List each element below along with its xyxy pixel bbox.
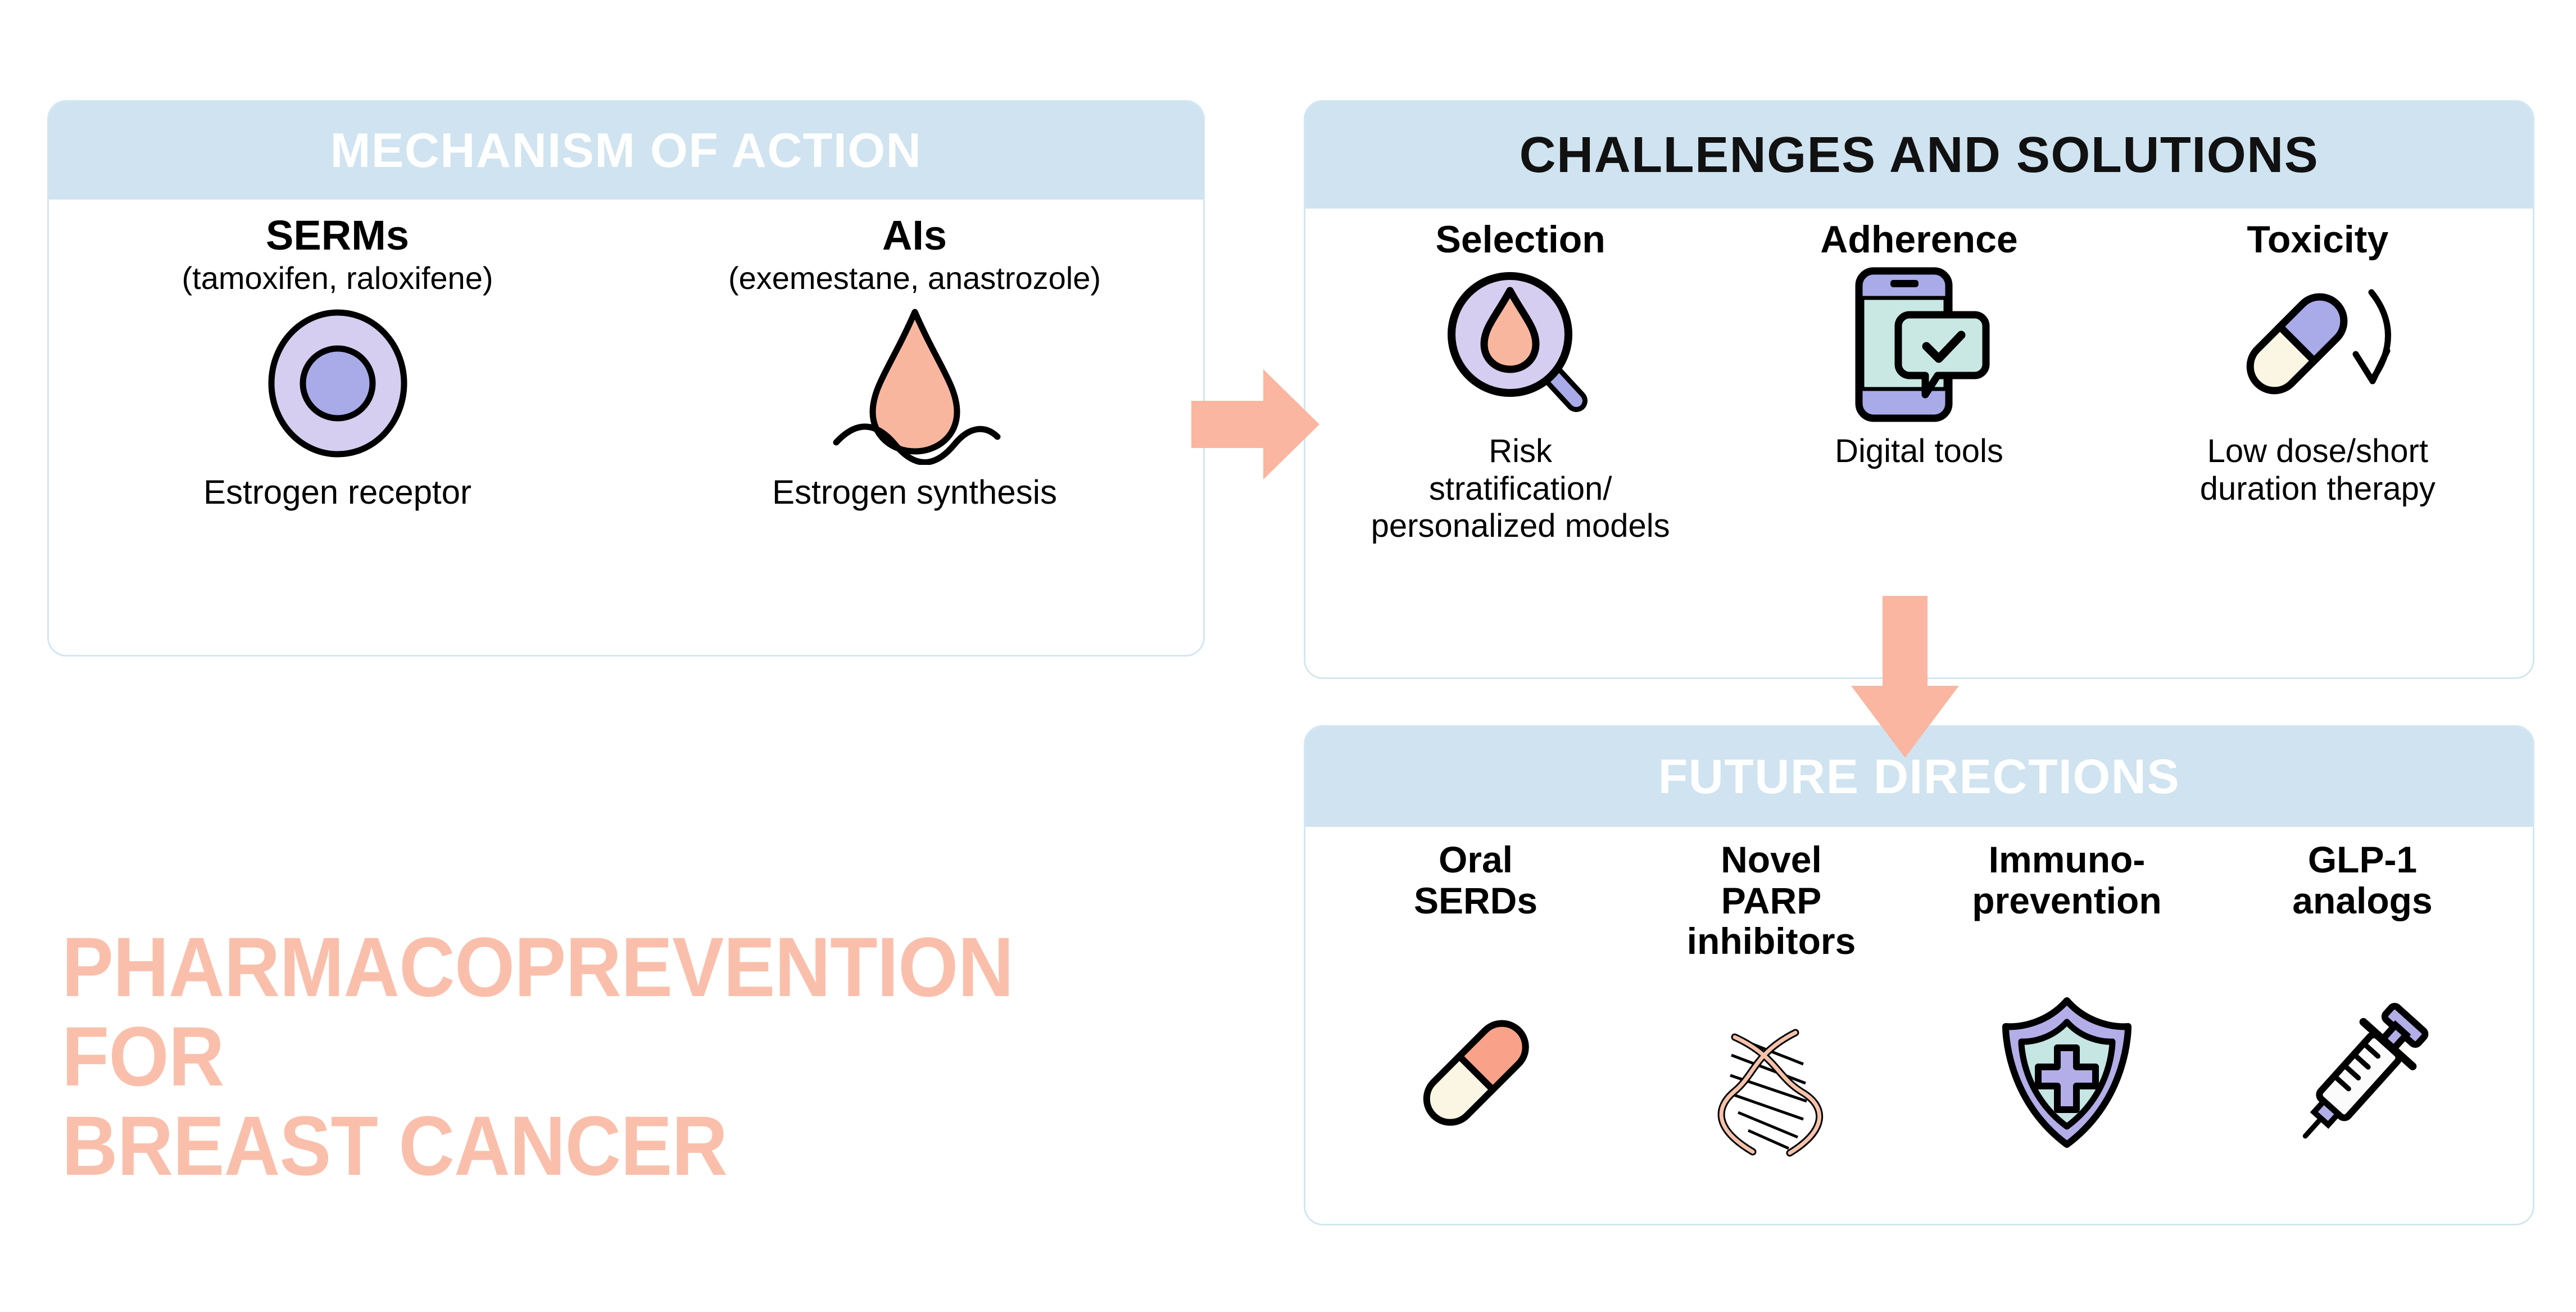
challenges-header-label: CHALLENGES AND SOLUTIONS	[1519, 126, 2319, 183]
serms-caption: Estrogen receptor	[203, 473, 471, 511]
mechanism-column-serms: SERMs (tamoxifen, raloxifene) Estrogen r…	[49, 200, 626, 655]
challenges-body: Selection Risk stratification/ personali…	[1305, 209, 2533, 677]
immunoprevention-title: Immuno- prevention	[1972, 839, 2162, 921]
capsule-down-arrow-icon	[2228, 263, 2407, 426]
future-column-immunoprevention: Immuno- prevention	[1919, 827, 2215, 1224]
oral-serds-title: Oral SERDs	[1413, 839, 1538, 921]
selection-title: Selection	[1435, 218, 1606, 261]
dna-helix-icon	[1623, 962, 1919, 1224]
droplet-wave-icon	[822, 302, 1008, 465]
future-column-oral-serds: Oral SERDs	[1328, 827, 1623, 1224]
challenge-column-toxicity: Toxicity Low dose/short duration therapy	[2119, 209, 2517, 677]
future-directions-card: FUTURE DIRECTIONS Oral SERDs	[1304, 725, 2534, 1225]
shield-cross-icon	[1919, 921, 2215, 1224]
selection-caption: Risk stratification/ personalized models	[1371, 433, 1670, 544]
smartphone-check-icon	[1843, 263, 1995, 426]
ais-subtitle: (exemestane, anastrozole)	[728, 260, 1101, 296]
page-title: PHARMACOPREVENTION FOR BREAST CANCER	[62, 919, 1014, 1193]
challenges-header: CHALLENGES AND SOLUTIONS	[1305, 102, 2533, 209]
cell-receptor-icon	[262, 302, 414, 465]
mechanism-header-label: MECHANISM OF ACTION	[330, 123, 922, 178]
mechanism-column-ais: AIs (exemestane, anastrozole) Estrogen s…	[626, 200, 1203, 655]
serms-subtitle: (tamoxifen, raloxifene)	[182, 260, 493, 296]
glp1-title: GLP-1 analogs	[2292, 839, 2433, 921]
magnifier-droplet-icon	[1439, 263, 1602, 426]
future-body: Oral SERDs Novel PARP inhibitors	[1305, 827, 2533, 1224]
capsule-pill-icon	[1328, 921, 1623, 1224]
arrow-right-icon	[1191, 368, 1321, 483]
mechanism-of-action-card: MECHANISM OF ACTION SERMs (tamoxifen, ra…	[47, 100, 1205, 657]
adherence-title: Adherence	[1820, 218, 2018, 261]
future-header-label: FUTURE DIRECTIONS	[1658, 749, 2180, 804]
ais-caption: Estrogen synthesis	[772, 473, 1057, 511]
ais-title: AIs	[882, 212, 947, 259]
mechanism-body: SERMs (tamoxifen, raloxifene) Estrogen r…	[49, 200, 1203, 655]
challenge-column-selection: Selection Risk stratification/ personali…	[1321, 209, 1720, 677]
future-column-glp1: GLP-1 analogs	[2215, 827, 2510, 1224]
mechanism-header: MECHANISM OF ACTION	[49, 102, 1203, 200]
adherence-caption: Digital tools	[1835, 433, 2003, 470]
future-column-parp: Novel PARP inhibitors	[1623, 827, 1919, 1224]
syringe-icon	[2215, 921, 2510, 1224]
toxicity-caption: Low dose/short duration therapy	[2199, 433, 2436, 507]
future-header: FUTURE DIRECTIONS	[1305, 727, 2533, 827]
novel-parp-title: Novel PARP inhibitors	[1686, 839, 1856, 962]
challenge-column-adherence: Adherence Digital tools	[1720, 209, 2118, 677]
arrow-down-icon	[1849, 596, 1961, 762]
serms-title: SERMs	[266, 212, 409, 259]
toxicity-title: Toxicity	[2247, 218, 2389, 261]
challenges-and-solutions-card: CHALLENGES AND SOLUTIONS Selection Risk …	[1304, 100, 2534, 679]
